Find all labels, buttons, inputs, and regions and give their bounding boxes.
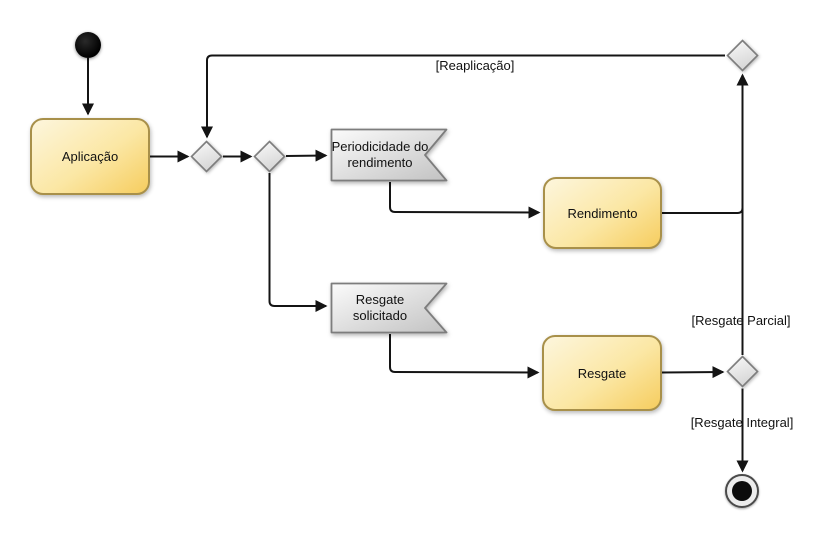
initial-node — [75, 32, 101, 58]
guard-label-reaplicacao: [Reaplicação] — [435, 58, 515, 73]
edge-periodicidade-to-rendimento — [389, 182, 541, 219]
merge-diamond-top-right — [726, 39, 759, 72]
action-aplicacao: Aplicação — [30, 118, 150, 195]
action-resgate-label: Resgate — [577, 365, 627, 381]
accept-event-periodicidade-label: Periodicidade do rendimento — [331, 139, 429, 170]
final-node-dot — [732, 481, 752, 501]
action-aplicacao-label: Aplicação — [61, 149, 119, 164]
accept-event-resgate-solicitado: Resgate solicitado — [330, 282, 448, 334]
decision-diamond-resgate — [726, 355, 759, 388]
action-rendimento-label: Rendimento — [567, 205, 638, 221]
merge-diamond — [190, 140, 223, 173]
final-node — [725, 474, 759, 508]
edge-resgate-solicitado-to-resgate — [389, 334, 540, 379]
edge-decision-to-resgate-solicitado — [268, 173, 328, 312]
edge-decision-to-periodicidade — [285, 149, 328, 162]
accept-event-resgate-solicitado-label: Resgate solicitado — [352, 292, 408, 323]
accept-event-periodicidade: Periodicidade do rendimento — [330, 128, 448, 182]
decision-diamond — [253, 140, 286, 173]
action-resgate: Resgate — [542, 335, 662, 411]
guard-label-resgate-parcial: [Resgate Parcial] — [691, 313, 791, 328]
edge-resgate-to-decision2 — [661, 366, 725, 379]
edge-reaplicacao-loop — [201, 54, 725, 139]
guard-label-resgate-integral: [Resgate Integral] — [690, 415, 794, 430]
edge-rendimento-join — [662, 207, 744, 214]
action-rendimento: Rendimento — [543, 177, 662, 249]
